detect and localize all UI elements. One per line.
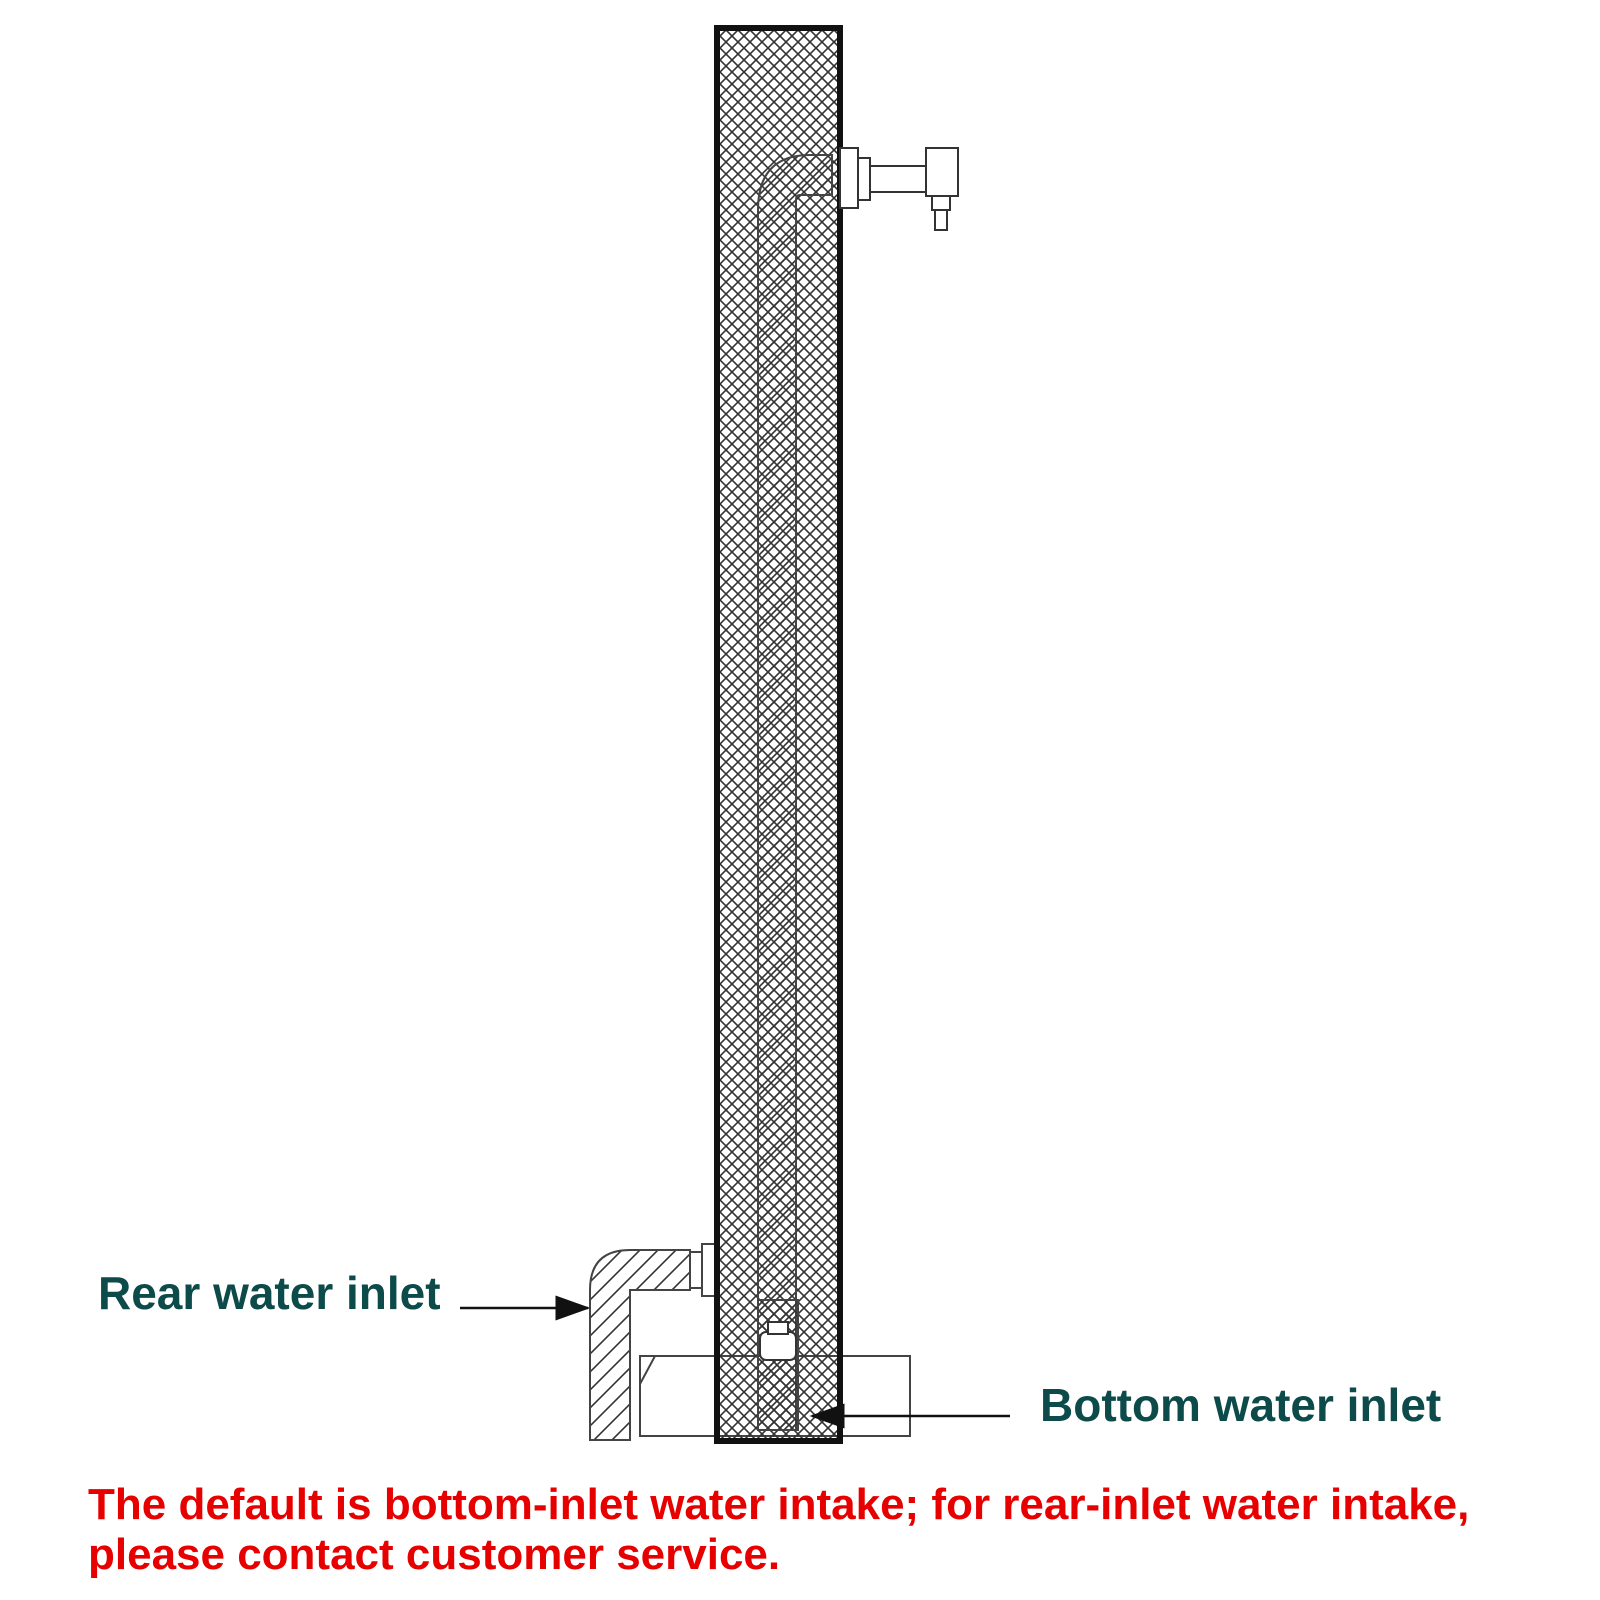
intake-note: The default is bottom-inlet water intake… — [88, 1480, 1588, 1580]
bottom-inlet-label: Bottom water inlet — [1040, 1379, 1442, 1431]
inner-channel — [757, 154, 833, 1431]
rear-inlet-pipe — [589, 1243, 717, 1441]
intake-note-line-1: The default is bottom-inlet water intake… — [88, 1480, 1470, 1529]
filter-column — [714, 25, 843, 1444]
rear-inlet-label: Rear water inlet — [98, 1267, 441, 1319]
outlet-spout — [839, 147, 959, 231]
intake-note-line-2: please contact customer service. — [88, 1530, 781, 1579]
